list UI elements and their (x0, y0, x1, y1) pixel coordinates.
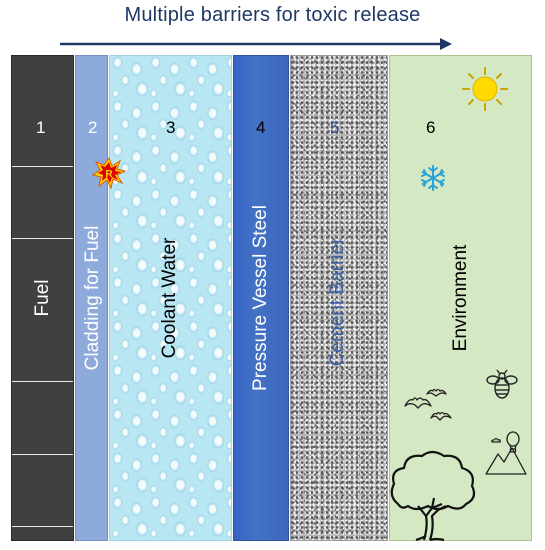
barrier-number-6: 6 (426, 118, 436, 137)
direction-arrow (60, 38, 452, 50)
barrier-cement (290, 55, 388, 541)
barrier-label-fuel: Fuel (32, 279, 53, 317)
barrier-label-cement: Cement Barrier (327, 237, 348, 367)
barrier-number-2: 2 (88, 118, 98, 137)
snowflake-icon (421, 165, 445, 191)
barrier-label-pressure-vessel: Pressure Vessel Steel (250, 205, 271, 391)
barrier-coolant-water (109, 55, 232, 541)
barrier-cladding (75, 55, 108, 541)
barrier-number-5: 5 (330, 118, 340, 137)
barrier-number-1: 1 (36, 118, 46, 137)
barrier-label-cladding: Cladding for Fuel (82, 225, 103, 371)
bee-icon (486, 369, 518, 399)
barrier-number-4: 4 (256, 118, 266, 137)
barrier-label-coolant-water: Coolant Water (159, 237, 180, 359)
radiation-burst-icon: R (91, 156, 127, 190)
barrier-pressure-vessel (233, 55, 289, 541)
diagram-title: Multiple barriers for toxic release (124, 4, 421, 26)
tree-icon (390, 450, 476, 542)
barrier-label-environment: Environment (450, 244, 471, 352)
badge-letter: R (105, 169, 113, 180)
sun-icon (462, 67, 508, 111)
barrier-number-3: 3 (166, 118, 176, 137)
balloon-mountain-icon (485, 431, 527, 475)
bats-icon (404, 388, 452, 421)
barrier-environment (389, 55, 532, 541)
barrier-fuel (11, 55, 74, 541)
